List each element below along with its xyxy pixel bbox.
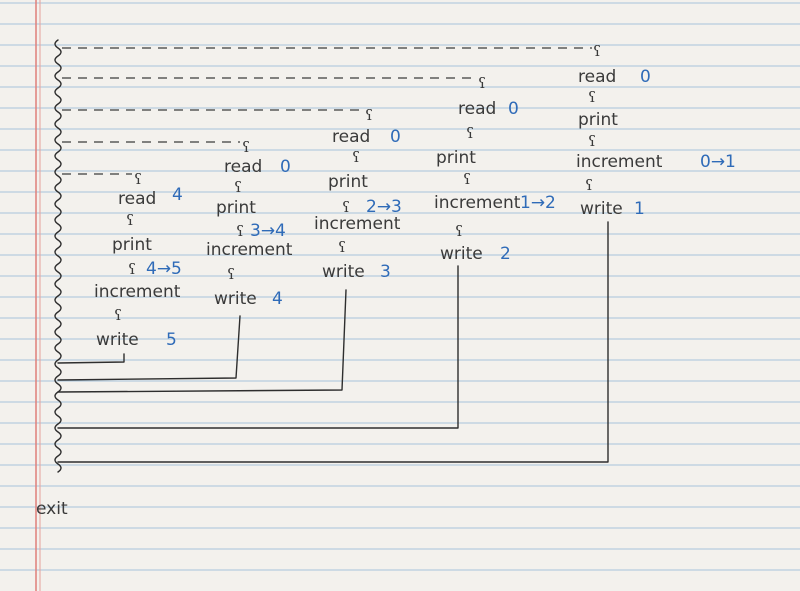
- increment-label: increment: [434, 193, 521, 213]
- write-value: 1: [634, 199, 645, 219]
- squiggle-mark: ʕ: [227, 265, 235, 283]
- write-value: 2: [500, 244, 511, 264]
- squiggle-mark: ʕ: [463, 170, 471, 188]
- squiggle-mark: ʕ: [128, 260, 136, 278]
- squiggle-mark: ʕ: [478, 74, 486, 92]
- read-label: read: [224, 157, 262, 177]
- thread-4: ʕ read 0 ʕ print ʕ 3→4 increment ʕ write…: [57, 138, 293, 381]
- read-value: 4: [172, 185, 183, 205]
- print-label: print: [436, 148, 476, 168]
- thread-3: ʕ read 0 ʕ print ʕ 2→3 increment ʕ write…: [57, 106, 402, 393]
- write-label: write: [580, 199, 623, 219]
- main-timeline-squiggle: [54, 39, 62, 473]
- increment-change: 4→5: [146, 259, 182, 279]
- squiggle-mark: ʕ: [126, 211, 134, 229]
- squiggle-mark: ʕ: [585, 176, 593, 194]
- increment-change: 2→3: [366, 197, 402, 217]
- ruled-lines: [0, 2, 800, 571]
- write-label: write: [440, 244, 483, 264]
- write-value: 4: [272, 289, 283, 309]
- increment-label: increment: [206, 240, 293, 260]
- join-line-t1: [57, 221, 609, 463]
- increment-change: 3→4: [250, 221, 286, 241]
- write-label: write: [322, 262, 365, 282]
- squiggle-mark: ʕ: [338, 238, 346, 256]
- increment-label: increment: [314, 214, 401, 234]
- increment-change: 1→2: [520, 193, 556, 213]
- squiggle-mark: ʕ: [242, 138, 250, 156]
- print-label: print: [578, 110, 618, 130]
- squiggle-mark: ʕ: [588, 132, 596, 150]
- squiggle-mark: ʕ: [342, 198, 350, 216]
- print-label: print: [216, 198, 256, 218]
- increment-label: increment: [576, 152, 663, 172]
- read-value: 0: [640, 67, 651, 87]
- write-value: 5: [166, 330, 177, 350]
- write-label: write: [96, 330, 139, 350]
- read-label: read: [578, 67, 616, 87]
- print-label: print: [112, 235, 152, 255]
- join-line-t3: [57, 289, 347, 393]
- squiggle-mark: ʕ: [236, 222, 244, 240]
- squiggle-mark: ʕ: [114, 306, 122, 324]
- squiggle-mark: ʕ: [588, 88, 596, 106]
- squiggle-mark: ʕ: [365, 106, 373, 124]
- write-value: 3: [380, 262, 391, 282]
- join-line-t2: [57, 265, 459, 429]
- write-label: write: [214, 289, 257, 309]
- squiggle-mark: ʕ: [134, 170, 142, 188]
- read-label: read: [332, 127, 370, 147]
- increment-label: increment: [94, 282, 181, 302]
- thread-1: ʕ read 0 ʕ print ʕ increment 0→1 ʕ write…: [57, 42, 736, 463]
- read-value: 0: [280, 157, 291, 177]
- join-line-t5: [57, 353, 125, 364]
- read-value: 0: [390, 127, 401, 147]
- squiggle-mark: ʕ: [593, 42, 601, 60]
- increment-change: 0→1: [700, 152, 736, 172]
- exit-label: exit: [36, 499, 68, 519]
- thread-2: ʕ read 0 ʕ print ʕ increment 1→2 ʕ write…: [57, 74, 556, 429]
- read-value: 0: [508, 99, 519, 119]
- read-label: read: [458, 99, 496, 119]
- squiggle-mark: ʕ: [234, 178, 242, 196]
- squiggle-mark: ʕ: [466, 124, 474, 142]
- squiggle-mark: ʕ: [352, 148, 360, 166]
- thread-5: ʕ read 4 ʕ print ʕ 4→5 increment ʕ write…: [57, 170, 183, 364]
- print-label: print: [328, 172, 368, 192]
- join-line-t4: [57, 315, 241, 381]
- read-label: read: [118, 189, 156, 209]
- squiggle-mark: ʕ: [455, 222, 463, 240]
